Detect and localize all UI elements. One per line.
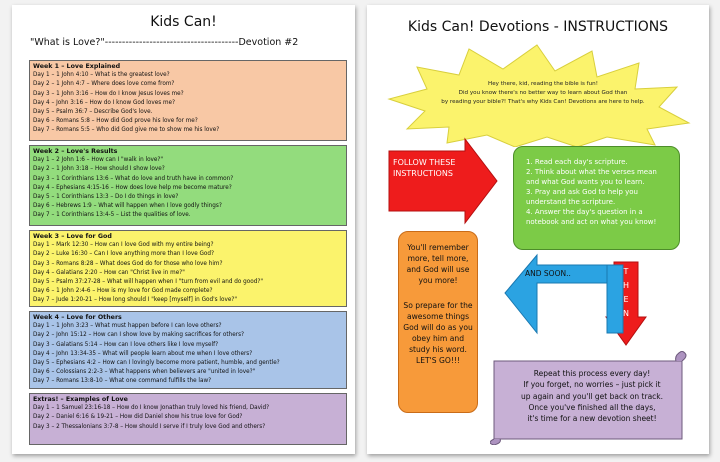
week-title: Extras! – Examples of Love <box>33 396 128 403</box>
intro-line: Did you know there's no better way to le… <box>458 90 628 96</box>
extras-box: Extras! – Examples of Love Day 1 – 1 Sam… <box>29 393 347 445</box>
day-item: Day 7 – Jude 1:20-21 – How long should I… <box>33 297 237 304</box>
day-item: Day 3 – Galatians 5:14 – How can I love … <box>33 341 219 348</box>
dash-separator: --------------------------------------- <box>104 37 239 48</box>
day-item: Day 2 – 1 John 3:18 – How should I show … <box>33 166 165 173</box>
encouragement-text: So prepare for the awesome things God wi… <box>403 301 473 354</box>
blue-left-arrow-icon <box>504 253 624 335</box>
scroll-banner-shape <box>490 351 687 445</box>
week-4-box: Week 4 – Love for Others Day 1 – 1 John … <box>29 311 347 389</box>
intro-line: Hey there, kid, reading the bible is fun… <box>488 81 598 87</box>
day-item: Day 1 – 1 John 3:23 – What must happen b… <box>33 323 222 330</box>
day-item: Day 5 – Psalm 37:27-28 – What will happe… <box>33 279 263 286</box>
step-item: 4. Answer the day's question in a notebo… <box>526 208 657 226</box>
day-item: Day 2 – Daniel 6:16 & 19-21 – How did Da… <box>33 414 243 421</box>
day-item: Day 2 – Luke 16:30 – Can I love anything… <box>33 251 215 258</box>
instructions-page: Kids Can! Devotions - INSTRUCTIONS Hey t… <box>367 5 709 454</box>
week-title: Week 4 – Love for Others <box>33 314 122 321</box>
day-item: Day 4 – Ephesians 4:15-16 – How does lov… <box>33 184 232 191</box>
then-letter: H <box>622 281 629 290</box>
day-item: Day 2 – 1 John 4:7 – Where does love com… <box>33 81 175 88</box>
day-item: Day 3 – 1 John 3:16 – How do I know Jesu… <box>33 90 184 97</box>
repeat-line: up again and you'll get back on track. <box>520 391 664 401</box>
devotion-number: Devotion #2 <box>238 37 299 48</box>
week-1-box: Week 1 – Love Explained Day 1 – 1 John 4… <box>29 60 347 141</box>
step-item: 2. Think about what the verses mean and … <box>526 168 657 186</box>
day-item: Day 2 – John 15:12 – How can I show love… <box>33 332 245 339</box>
page-title: Kids Can! <box>150 14 217 30</box>
repeat-message: Repeat this process every day! If you fo… <box>499 368 685 424</box>
repeat-line: Once you've finished all the days, <box>528 402 656 412</box>
devotion-theme: "What is Love?" <box>30 37 105 48</box>
week-3-box: Week 3 – Love for God Day 1 – Mark 12:30… <box>29 230 347 307</box>
day-item: Day 3 – 1 Corinthians 13:6 – What do lov… <box>33 175 234 182</box>
step-item: 3. Pray and ask God to help you understa… <box>526 188 638 206</box>
day-item: Day 1 – 2 John 1:6 – How can I "walk in … <box>33 157 164 164</box>
week-title: Week 2 – Love's Results <box>33 148 118 155</box>
day-item: Day 3 – 2 Thessalonians 3:7-8 – How shou… <box>33 423 266 430</box>
repeat-line: it's time for a new devotion sheet! <box>527 414 657 424</box>
day-item: Day 7 – Romans 5:5 – Who did God give me… <box>33 127 220 134</box>
day-item: Day 5 – 1 Corinthians 13:3 – Do I do thi… <box>33 194 179 201</box>
intro-message: Hey there, kid, reading the bible is fun… <box>423 80 663 107</box>
steps-box: 1. Read each day's scripture. 2. Think a… <box>513 146 680 250</box>
day-item: Day 6 – Romans 5:8 – How did God prove h… <box>33 118 198 125</box>
repeat-line: Repeat this process every day! <box>533 369 651 378</box>
day-item: Day 6 – Hebrews 1:9 – What will happen w… <box>33 203 222 210</box>
day-item: Day 7 – 1 Corinthians 13:4-5 – List the … <box>33 212 191 219</box>
day-item: Day 4 – John 3:16 – How do I know God lo… <box>33 99 176 106</box>
day-item: Day 5 – Psalm 36:7 – Describe God's love… <box>33 109 153 116</box>
devotion-page: Kids Can! "What is Love?"---------------… <box>12 5 355 454</box>
step-item: 1. Read each day's scripture. <box>526 158 628 166</box>
starburst-shape <box>387 44 691 147</box>
encouragement-text: You'll remember more, tell more, and God… <box>406 243 470 285</box>
red-right-arrow-icon <box>388 137 498 225</box>
then-letter: N <box>623 309 629 318</box>
encouragement-text: LET'S GO!!! <box>416 356 460 365</box>
week-title: Week 3 – Love for God <box>33 233 112 240</box>
encouragement-box: You'll remember more, tell more, and God… <box>398 231 478 413</box>
and-soon-label: AND SOON.. <box>525 269 571 278</box>
day-item: Day 6 – Colossians 2:2-3 – What happens … <box>33 369 256 376</box>
day-item: Day 4 – John 13:34-35 – What will people… <box>33 350 253 357</box>
day-item: Day 4 – Galatians 2:20 – How can "Christ… <box>33 269 185 276</box>
day-item: Day 3 – Romans 8:28 – What does God do f… <box>33 260 223 267</box>
page-title: Kids Can! Devotions - INSTRUCTIONS <box>407 19 669 35</box>
then-letter: T <box>623 267 629 276</box>
repeat-line: If you forget, no worries – just pick it <box>523 380 661 390</box>
devotion-subtitle: "What is Love?"-------------------------… <box>30 37 348 48</box>
follow-instructions-label: FOLLOW THESE INSTRUCTIONS <box>393 158 456 178</box>
week-title: Week 1 – Love Explained <box>33 63 121 70</box>
day-item: Day 6 – 1 John 2:4-6 – How is my love fo… <box>33 288 213 295</box>
day-item: Day 5 – Ephesians 4:2 – How can I loving… <box>33 360 280 367</box>
day-item: Day 1 – Mark 12:30 – How can I love God … <box>33 242 214 249</box>
intro-line: by reading your bible?! That's why Kids … <box>441 99 645 105</box>
day-item: Day 1 – 1 Samuel 23:16-18 – How do I kno… <box>33 405 270 412</box>
then-letter: E <box>623 295 629 304</box>
day-item: Day 1 – 1 John 4:10 – What is the greate… <box>33 72 170 79</box>
day-item: Day 7 – Romans 13:8-10 – What one comman… <box>33 378 212 385</box>
week-2-box: Week 2 – Love's Results Day 1 – 2 John 1… <box>29 145 347 226</box>
